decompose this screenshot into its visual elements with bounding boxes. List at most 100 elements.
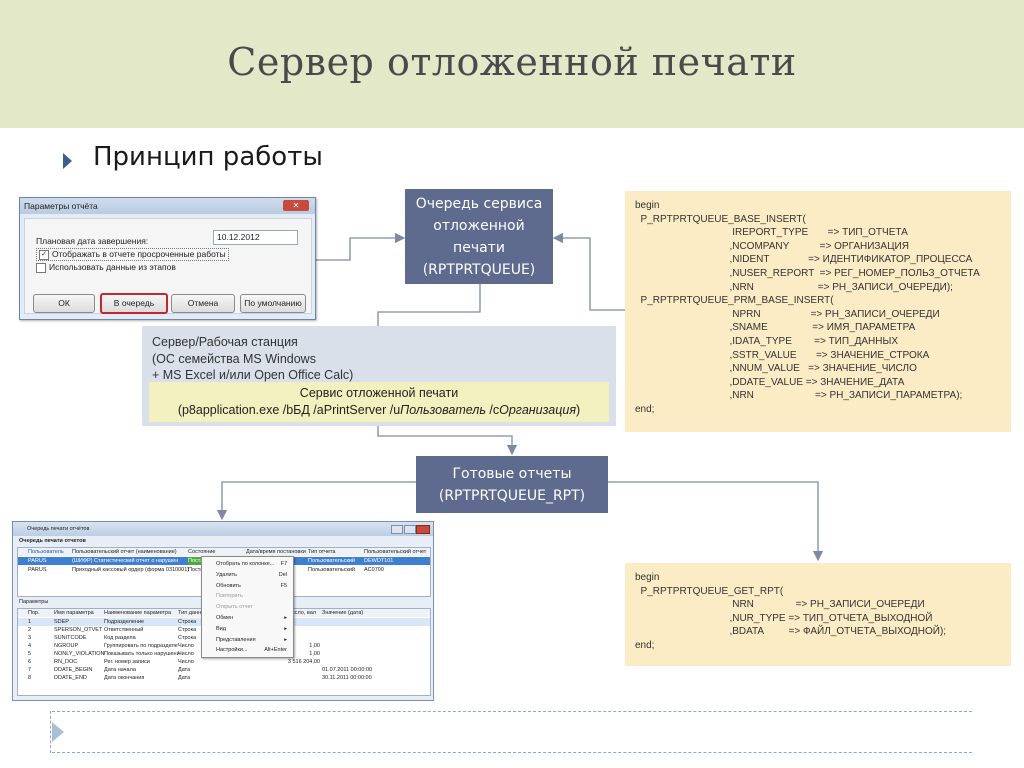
param-cell: 4: [28, 643, 32, 649]
cell-report: (ШИФР) Статистический отчет о нарушен: [72, 558, 179, 564]
context-menu-item[interactable]: Обновить: [216, 582, 241, 589]
context-menu-item[interactable]: Удалить: [216, 571, 237, 578]
close-icon[interactable]: ✕: [283, 200, 309, 211]
cell-user: PARUS: [28, 567, 47, 573]
context-menu-item[interactable]: Повторить: [216, 593, 243, 600]
param-cell: [272, 674, 320, 682]
queue-col-state[interactable]: Состояние: [188, 549, 216, 555]
minimize-icon[interactable]: [391, 525, 403, 534]
cell-type: Пользовательский: [308, 567, 355, 573]
params-col-name[interactable]: Имя параметра: [54, 610, 94, 616]
queue-col-date[interactable]: Дата/время постановки: [246, 549, 306, 555]
stages-checkbox-label: Использовать данные из этапов: [49, 262, 176, 272]
queue-col-report[interactable]: Пользовательский отчет (наименование): [72, 549, 177, 555]
param-cell: Число: [178, 651, 194, 657]
context-menu-shortcut: Alt+Enter: [264, 647, 287, 654]
context-menu-item[interactable]: Отобрать по колонке...: [216, 561, 275, 567]
context-menu-shortcut: Del: [278, 571, 287, 578]
context-menu-item[interactable]: Настройки...: [216, 647, 248, 654]
param-cell: 30.11.2011 00:00:00: [322, 675, 372, 681]
bullet-text: Принцип работы: [93, 142, 323, 172]
cancel-button[interactable]: Отмена: [171, 294, 235, 313]
params-col-type[interactable]: Тип данных: [178, 610, 208, 616]
empty-check-icon: [36, 262, 46, 273]
param-cell: NGROUP: [54, 643, 79, 649]
param-cell: 3 516 204,00: [287, 659, 320, 665]
cell-report: Приходный кассовый ордер (форма 0310001): [72, 567, 190, 573]
param-cell: 5: [28, 651, 32, 657]
param-cell: 1,00: [309, 651, 320, 657]
param-cell: DDATE_END: [54, 675, 87, 681]
param-cell: Показывать только нарушени: [104, 651, 180, 657]
check-icon: ✓: [39, 249, 49, 260]
ok-button[interactable]: ОК: [33, 294, 95, 313]
service-cmd-org: Организация: [499, 403, 577, 417]
param-cell: 2: [28, 627, 32, 633]
param-cell: SUNITCODE: [54, 635, 87, 641]
service-line1: Сервис отложенной печати: [299, 386, 459, 400]
service-line2: (p8application.exe /bБД /aPrintServer /u…: [149, 402, 609, 419]
connector-dialog-to-queue: [314, 232, 406, 261]
param-cell: SPERSON_OTVET: [54, 627, 103, 633]
param-cell: NONLY_VIOLATION: [54, 651, 105, 657]
pane2-title: Параметры: [19, 599, 49, 605]
stages-checkbox[interactable]: Использовать данные из этапов: [36, 262, 176, 273]
param-cell: RN_DOC: [54, 659, 78, 665]
context-menu-shortcut: F5: [280, 582, 287, 589]
cell-user: PARUS: [28, 558, 47, 564]
context-menu-item[interactable]: Представления: [216, 636, 256, 643]
context-menu-item[interactable]: Открыть отчет: [216, 604, 253, 611]
app-close-icon[interactable]: [416, 525, 430, 534]
dialog-titlebar: Параметры отчёта ✕: [20, 198, 315, 214]
maximize-icon[interactable]: [404, 525, 416, 534]
param-cell: Строка: [178, 635, 197, 641]
queue-col-user[interactable]: Пользователь: [28, 549, 64, 555]
service-cmd-e: ): [576, 403, 581, 417]
context-menu-shortcut: ▸: [284, 625, 287, 632]
param-cell: [322, 618, 376, 626]
params-col-order[interactable]: Пор.: [28, 610, 40, 616]
param-cell: Дата: [178, 675, 191, 681]
params-col-num[interactable]: Число, вал: [288, 610, 317, 616]
param-cell: Строка: [178, 627, 197, 633]
queue-col-type[interactable]: Тип отчета: [308, 549, 336, 555]
params-col-date[interactable]: Значение (дата): [322, 610, 364, 616]
ready-reports-box: Готовые отчеты (RPTPRTQUEUE_RPT): [416, 456, 608, 513]
context-menu-item[interactable]: Обмен: [216, 615, 234, 621]
param-cell: [322, 650, 376, 658]
app-title: Очередь печати отчётов: [27, 526, 90, 532]
param-cell: Строка: [178, 619, 197, 625]
param-cell: Ответственный: [104, 627, 144, 633]
queue-col-userreport[interactable]: Пользовательский отчет: [364, 549, 427, 555]
context-menu-item[interactable]: Вид: [216, 625, 226, 632]
footer-vline: [50, 711, 51, 753]
ready-reports-label: Готовые отчеты (RPTPRTQUEUE_RPT): [438, 465, 586, 504]
queue-button[interactable]: В очередь: [100, 293, 168, 314]
param-cell: 8: [28, 675, 32, 681]
param-cell: Подразделение: [104, 619, 145, 625]
cell-userreport: AC0700: [364, 567, 384, 573]
print-service-box: Сервис отложенной печати (p8application.…: [149, 382, 609, 422]
param-cell: Код раздела: [104, 635, 136, 641]
default-button[interactable]: По умолчанию: [240, 294, 306, 313]
context-menu-shortcut: ▸: [284, 636, 287, 643]
overdue-checkbox[interactable]: ✓Отображать в отчете просроченные работы: [36, 248, 229, 261]
pane1-title: Очередь печати отчетов: [19, 538, 86, 544]
params-col-caption[interactable]: Наименование параметра: [104, 610, 172, 616]
param-cell: Число: [178, 643, 194, 649]
param-cell: 1,00: [309, 643, 320, 649]
date-field[interactable]: 10.12.2012: [213, 230, 298, 245]
param-cell: 1: [28, 619, 32, 625]
server-text: Сервер/Рабочая станция (ОС семейства MS …: [152, 335, 354, 382]
table-row[interactable]: PARUS Приходный кассовый ордер (форма 03…: [18, 566, 430, 574]
footer-arrow-icon: [52, 722, 64, 742]
param-cell: [322, 634, 376, 642]
